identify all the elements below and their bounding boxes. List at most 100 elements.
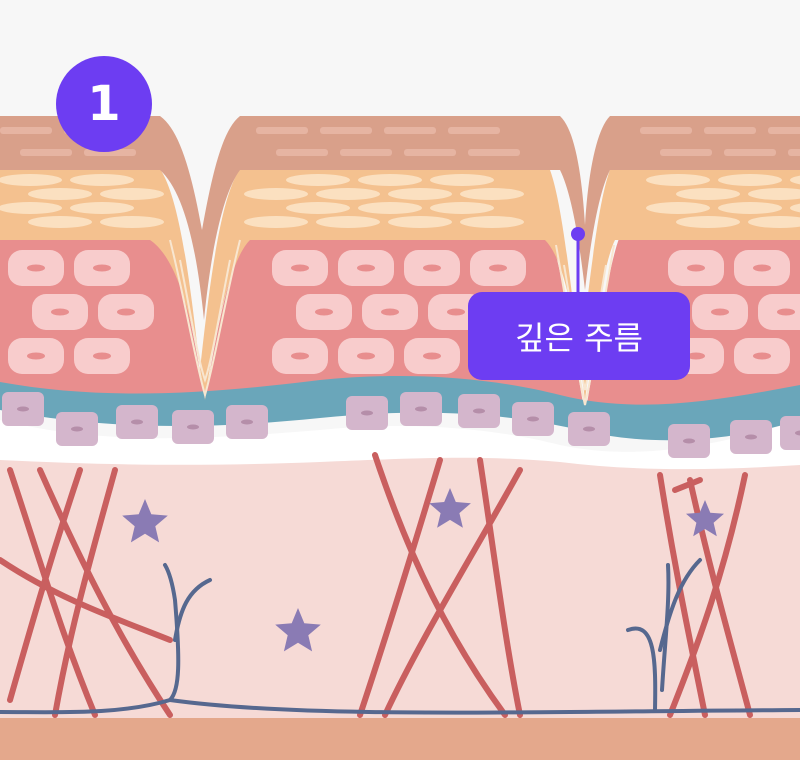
granular-cell — [316, 188, 380, 200]
cell-nucleus — [687, 352, 705, 360]
granular-cell — [28, 188, 92, 200]
dermis-layer — [0, 440, 800, 718]
cell-nucleus — [795, 430, 800, 436]
granular-cell — [0, 174, 62, 186]
corneum-stripe — [640, 127, 692, 134]
granular-cell — [430, 202, 494, 214]
corneum-stripe — [404, 149, 456, 156]
granular-cell — [676, 188, 740, 200]
cell-nucleus — [583, 426, 595, 432]
granular-cell — [28, 216, 92, 228]
cell-nucleus — [745, 434, 757, 440]
hypodermis-layer — [0, 718, 800, 760]
cell-nucleus — [777, 308, 795, 316]
cell-nucleus — [381, 308, 399, 316]
star-shaped-cell-icon — [686, 500, 724, 537]
cell-nucleus — [117, 308, 135, 316]
granular-cells — [0, 174, 800, 228]
granular-cell — [748, 216, 800, 228]
cell-nucleus — [711, 308, 729, 316]
granular-cell — [430, 174, 494, 186]
nerve-fibers — [0, 558, 800, 715]
cell-nucleus — [753, 264, 771, 272]
granular-cell — [646, 202, 710, 214]
granular-cell — [286, 202, 350, 214]
granular-cell — [286, 174, 350, 186]
corneum-stripe — [768, 127, 800, 134]
basal-cell — [780, 416, 800, 450]
corneum-stripe — [256, 127, 308, 134]
cell-nucleus — [93, 264, 111, 272]
basement-membrane — [0, 420, 800, 470]
deep-wrinkle-callout: 깊은 주름 — [468, 292, 690, 380]
corneum-stripe — [320, 127, 372, 134]
epidermis-layer — [0, 225, 800, 436]
granular-cell — [388, 216, 452, 228]
cell-nucleus — [291, 264, 309, 272]
granular-cell — [790, 175, 800, 185]
fibroblast-icons — [122, 488, 724, 652]
cell-nucleus — [415, 406, 427, 412]
cell-nucleus — [51, 308, 69, 316]
callout-connector — [571, 227, 585, 295]
star-shaped-cell-icon — [122, 499, 168, 543]
star-shaped-cell-icon — [275, 608, 321, 652]
cell-nucleus — [423, 264, 441, 272]
corneum-stripe — [704, 127, 756, 134]
corneum-stripe — [0, 127, 52, 134]
granular-cell — [790, 203, 800, 213]
granular-cell — [358, 202, 422, 214]
granular-cell — [646, 174, 710, 186]
cell-nucleus — [687, 264, 705, 272]
collagen-fibers — [0, 452, 753, 718]
cell-nucleus — [527, 416, 539, 422]
cell-nucleus — [93, 352, 111, 360]
cell-nucleus — [241, 419, 253, 425]
granular-cell — [316, 216, 380, 228]
cell-nucleus — [17, 406, 29, 412]
cell-nucleus — [447, 308, 465, 316]
granular-cell — [244, 188, 308, 200]
corneum-stripe — [724, 149, 776, 156]
step-number-badge: 1 — [56, 56, 152, 152]
cell-nucleus — [423, 352, 441, 360]
granular-cell — [718, 202, 782, 214]
granular-cell — [70, 202, 134, 214]
corneum-stripe — [448, 127, 500, 134]
corneum-stripe — [468, 149, 520, 156]
cell-nucleus — [357, 352, 375, 360]
granular-cell — [718, 174, 782, 186]
corneum-stripe — [660, 149, 712, 156]
granular-cell — [100, 216, 164, 228]
cell-nucleus — [753, 352, 771, 360]
granular-cell — [358, 174, 422, 186]
granular-cell — [748, 188, 800, 200]
cell-nucleus — [291, 352, 309, 360]
cell-nucleus — [27, 352, 45, 360]
cell-nucleus — [473, 408, 485, 414]
cell-nucleus — [361, 410, 373, 416]
cell-nucleus — [27, 264, 45, 272]
granular-cell — [70, 174, 134, 186]
cell-nucleus — [315, 308, 333, 316]
basal-cells — [2, 392, 800, 458]
cell-nucleus — [71, 426, 83, 432]
corneum-stripe — [276, 149, 328, 156]
cell-nucleus — [683, 438, 695, 444]
granular-cell — [244, 216, 308, 228]
granular-cell — [0, 202, 62, 214]
granular-cell — [460, 188, 524, 200]
cell-nucleus — [489, 264, 507, 272]
granular-cell — [460, 216, 524, 228]
cell-nucleus — [131, 419, 143, 425]
corneum-stripe — [20, 149, 72, 156]
granular-cell — [388, 188, 452, 200]
granular-layer — [0, 160, 800, 400]
corneum-stripe — [788, 149, 800, 156]
corneum-stripe — [384, 127, 436, 134]
cell-nucleus — [357, 264, 375, 272]
granular-cell — [100, 188, 164, 200]
granular-cell — [676, 216, 740, 228]
cell-nucleus — [187, 424, 199, 430]
